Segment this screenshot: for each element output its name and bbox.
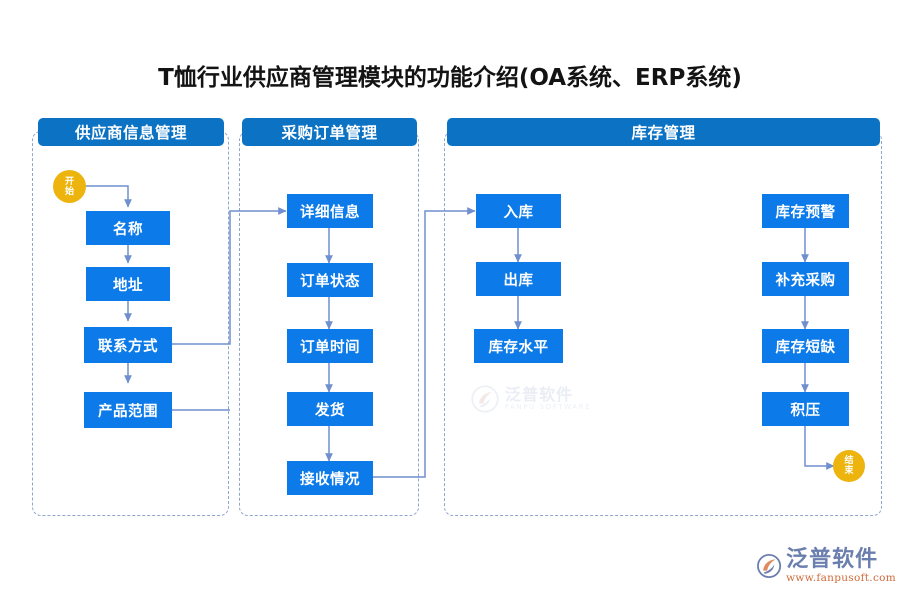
node-stock-level[interactable]: 库存水平 — [474, 329, 563, 363]
fanpu-logo-icon — [757, 553, 782, 579]
group-header-supplier-info[interactable]: 供应商信息管理 — [38, 118, 224, 146]
node-label: 积压 — [790, 402, 821, 419]
node-label: 库存短缺 — [775, 339, 836, 356]
node-label: 详细信息 — [300, 204, 360, 221]
terminator-start: 开始 — [53, 170, 86, 203]
node-label: 地址 — [113, 277, 143, 294]
watermark-fanpu: 泛普软件 FANPU SOFTWARE — [470, 378, 640, 420]
node-label: 库存预警 — [775, 204, 836, 221]
terminator-start-label: 开始 — [64, 176, 74, 197]
group-header-inventory[interactable]: 库存管理 — [447, 118, 880, 146]
node-label: 入库 — [503, 204, 534, 221]
node-label: 产品范围 — [98, 403, 158, 420]
node-product-range[interactable]: 产品范围 — [84, 392, 172, 428]
brand-logo-cn-text: 泛普软件 — [786, 546, 879, 572]
node-contact[interactable]: 联系方式 — [84, 327, 172, 363]
node-shipment[interactable]: 发货 — [287, 392, 373, 426]
node-label: 发货 — [315, 402, 345, 419]
node-detail-info[interactable]: 详细信息 — [287, 194, 373, 228]
node-order-time[interactable]: 订单时间 — [287, 329, 373, 363]
node-overstock[interactable]: 积压 — [762, 392, 849, 426]
node-stock-shortage[interactable]: 库存短缺 — [762, 329, 849, 363]
node-label: 出库 — [503, 272, 534, 289]
terminator-end: 结束 — [833, 450, 865, 482]
group-box-inventory — [444, 131, 882, 516]
watermark-en-text: FANPU SOFTWARE — [505, 402, 592, 411]
fanpu-logo-icon — [471, 385, 499, 413]
node-label: 接收情况 — [300, 471, 360, 488]
node-label: 联系方式 — [98, 338, 158, 355]
node-address[interactable]: 地址 — [86, 267, 170, 301]
brand-logo-url-text: www.fanpusoft.com — [786, 571, 896, 584]
node-receipt-status[interactable]: 接收情况 — [287, 461, 373, 495]
node-label: 补充采购 — [775, 272, 836, 289]
group-header-label: 库存管理 — [631, 124, 696, 142]
node-stock-alert[interactable]: 库存预警 — [762, 194, 849, 228]
node-label: 库存水平 — [488, 339, 549, 356]
watermark-cn-text: 泛普软件 — [505, 384, 574, 404]
node-label: 订单时间 — [300, 339, 360, 356]
group-box-purchase-order — [239, 131, 419, 516]
node-stock-in[interactable]: 入库 — [476, 194, 561, 228]
brand-logo: 泛普软件 www.fanpusoft.com — [756, 540, 896, 592]
node-stock-out[interactable]: 出库 — [476, 262, 561, 296]
node-label: 订单状态 — [300, 273, 360, 290]
node-name[interactable]: 名称 — [86, 211, 170, 245]
group-header-label: 采购订单管理 — [281, 124, 378, 142]
node-order-status[interactable]: 订单状态 — [287, 263, 373, 297]
terminator-end-label: 结束 — [844, 456, 854, 476]
page-title: T恤行业供应商管理模块的功能介绍(OA系统、ERP系统) — [158, 65, 742, 91]
group-header-purchase-order[interactable]: 采购订单管理 — [242, 118, 417, 146]
node-label: 名称 — [113, 221, 143, 238]
node-replenish[interactable]: 补充采购 — [762, 262, 849, 296]
group-header-label: 供应商信息管理 — [74, 124, 187, 142]
